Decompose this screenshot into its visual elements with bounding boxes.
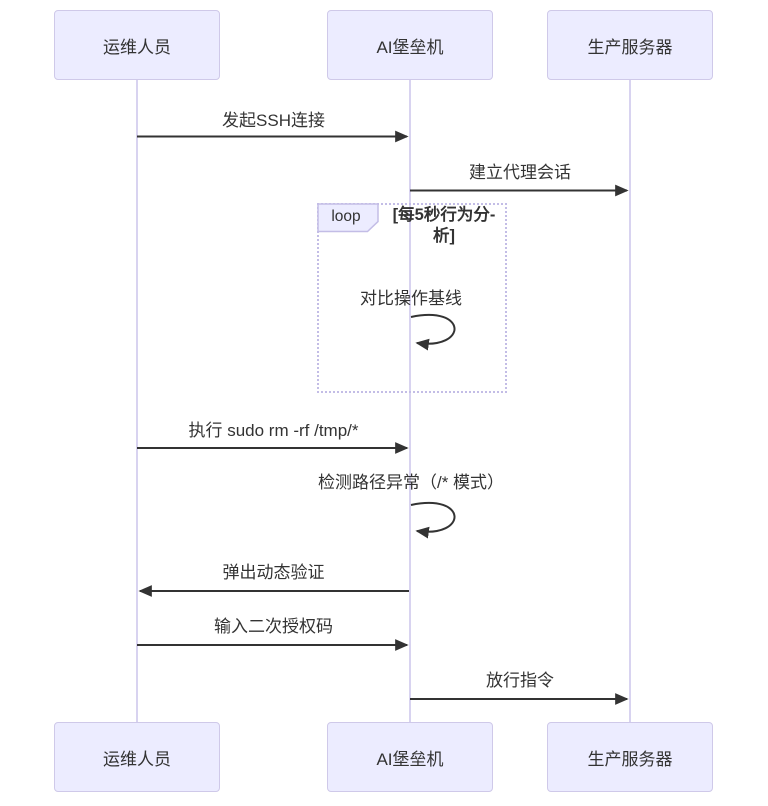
actor-top-ops: 运维人员 bbox=[54, 10, 220, 80]
message-label-m6: 放行指令 bbox=[486, 671, 554, 690]
loop-condition-line2: 析] bbox=[433, 227, 455, 245]
loop-tag-label: loop bbox=[331, 208, 361, 225]
message-label-m1: 发起SSH连接 bbox=[222, 111, 325, 130]
lifeline-ops bbox=[136, 80, 138, 722]
loop-tag bbox=[317, 203, 379, 233]
message-label-m5: 输入二次授权码 bbox=[214, 617, 333, 636]
loop-frame bbox=[317, 203, 507, 393]
actor-label: AI堡垒机 bbox=[376, 749, 444, 769]
message-label-self1: 对比操作基线 bbox=[360, 289, 462, 308]
lifeline-bastion bbox=[409, 80, 411, 722]
loop-condition-label: [每5秒行为分- 析] bbox=[374, 205, 514, 247]
actor-label: 运维人员 bbox=[103, 37, 171, 57]
message-label-m2: 建立代理会话 bbox=[469, 163, 571, 182]
actor-label: 生产服务器 bbox=[587, 749, 673, 769]
actor-top-server: 生产服务器 bbox=[547, 10, 713, 80]
arrow-self1 bbox=[410, 314, 456, 351]
actor-top-bastion: AI堡垒机 bbox=[327, 10, 493, 80]
loop-condition-line1: [每5秒行为分- bbox=[392, 206, 496, 224]
arrow-self2 bbox=[410, 502, 456, 539]
message-label-m3: 执行 sudo rm -rf /tmp/* bbox=[188, 421, 359, 440]
actor-bottom-ops: 运维人员 bbox=[54, 722, 220, 792]
lifeline-server bbox=[629, 80, 631, 722]
actor-bottom-server: 生产服务器 bbox=[547, 722, 713, 792]
message-label-m4: 弹出动态验证 bbox=[222, 563, 325, 582]
message-label-self2: 检测路径异常（/* 模式） bbox=[317, 473, 505, 492]
actor-label: AI堡垒机 bbox=[376, 37, 444, 57]
actor-label: 生产服务器 bbox=[587, 37, 673, 57]
actor-label: 运维人员 bbox=[103, 749, 171, 769]
actor-bottom-bastion: AI堡垒机 bbox=[327, 722, 493, 792]
